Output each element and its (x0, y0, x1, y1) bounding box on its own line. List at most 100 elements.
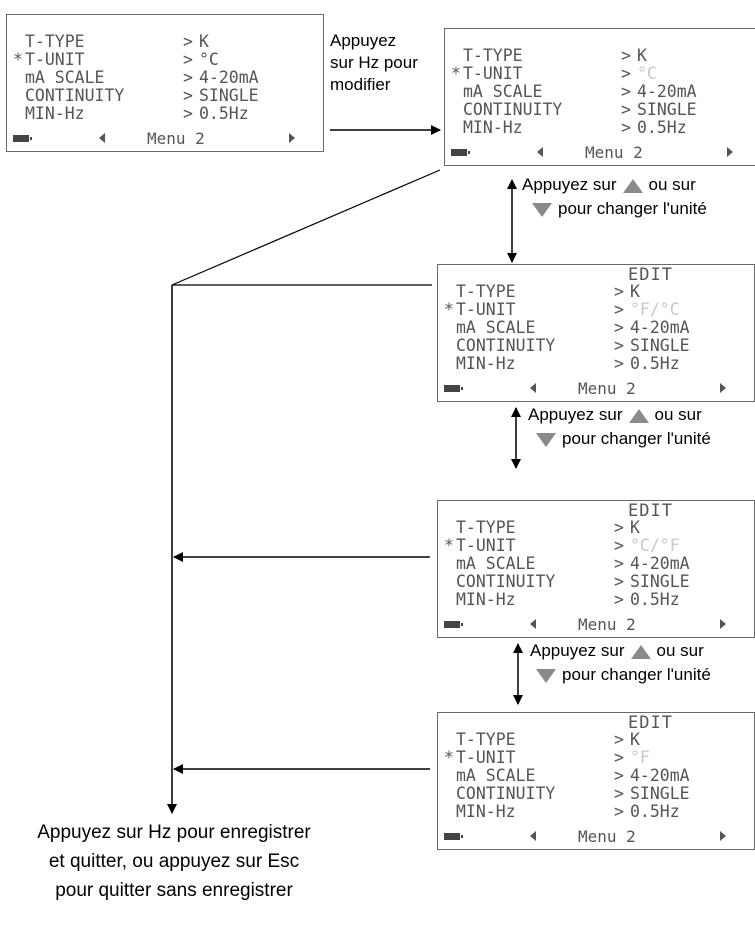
setting-value: SINGLE (637, 100, 697, 119)
battery-icon (444, 833, 463, 840)
setting-row: MIN-Hz>0.5Hz (13, 105, 259, 123)
menu-label: Menu 2 (147, 129, 205, 148)
press-hz-line2: sur Hz pour (330, 53, 418, 72)
setting-value: K (630, 282, 640, 301)
setting-separator: > (614, 784, 624, 803)
left-arrow-icon (530, 619, 536, 629)
lcd-footer: Menu 2 (438, 615, 754, 634)
setting-row: T-TYPE>K (13, 33, 259, 51)
setting-label: mA SCALE (456, 318, 536, 337)
setting-row: CONTINUITY>SINGLE (444, 573, 690, 591)
lcd-footer: Menu 2 (445, 143, 755, 162)
selection-marker: * (444, 536, 454, 555)
down-triangle-icon (536, 432, 556, 447)
setting-row: *T-UNIT>°C (451, 65, 697, 83)
setting-label: MIN-Hz (463, 118, 523, 137)
final-line2: et quitter, ou appuyez sur Esc (48, 851, 300, 872)
setting-value: SINGLE (630, 336, 690, 355)
press-hz-label: Appuyez sur Hz pour modifier (330, 30, 418, 96)
setting-value: 4-20mA (630, 318, 690, 337)
setting-label: mA SCALE (456, 554, 536, 573)
lcd-footer: Menu 2 (438, 379, 754, 398)
setting-separator: > (621, 82, 631, 101)
right-arrow-icon (720, 831, 726, 841)
setting-separator: > (183, 86, 193, 105)
setting-value: SINGLE (630, 572, 690, 591)
step-text: ou sur (648, 175, 696, 194)
setting-value: 0.5Hz (630, 802, 680, 821)
setting-value: °C (637, 64, 657, 83)
setting-separator: > (614, 536, 624, 555)
down-triangle-icon (532, 202, 552, 217)
setting-row: CONTINUITY > SINGLE (451, 101, 697, 119)
setting-row: T-TYPE>K (444, 731, 690, 749)
left-arrow-icon (530, 383, 536, 393)
setting-separator: > (614, 554, 624, 573)
setting-separator: > (183, 104, 193, 123)
final-instruction: Appuyez sur Hz pour enregistrer et quitt… (0, 818, 348, 905)
battery-icon (444, 385, 463, 392)
setting-separator: > (614, 748, 624, 767)
setting-label: CONTINUITY (463, 100, 563, 119)
setting-value: 4-20mA (199, 68, 259, 87)
setting-separator: > (614, 300, 624, 319)
setting-value: °F/°C (630, 300, 680, 319)
left-arrow-icon (99, 133, 105, 143)
setting-label: T-TYPE (456, 282, 516, 301)
setting-row: *T-UNIT>°C/°F (444, 537, 690, 555)
press-hz-line1: Appuyez (330, 31, 397, 50)
down-triangle-icon (536, 668, 556, 683)
setting-label: CONTINUITY (456, 784, 556, 803)
final-line3: pour quitter sans enregistrer (55, 880, 293, 901)
setting-label: T-TYPE (25, 32, 85, 51)
setting-row: *T-UNIT>°F (444, 749, 690, 767)
setting-value: K (637, 46, 647, 65)
setting-row: CONTINUITY>SINGLE (444, 337, 690, 355)
setting-value: 0.5Hz (630, 590, 680, 609)
setting-value: K (199, 32, 209, 51)
right-arrow-icon (727, 147, 733, 157)
press-hz-line3: modifier (330, 75, 391, 94)
setting-label: T-UNIT (463, 64, 523, 83)
setting-value: 4-20mA (630, 766, 690, 785)
setting-row: T-TYPE>K (444, 283, 690, 301)
setting-value: K (630, 730, 640, 749)
setting-row: MIN-Hz>0.5Hz (444, 591, 690, 609)
setting-row: CONTINUITY>SINGLE (13, 87, 259, 105)
setting-label: CONTINUITY (25, 86, 125, 105)
setting-label: mA SCALE (25, 68, 105, 87)
setting-value: K (630, 518, 640, 537)
step-text: ou sur (656, 641, 704, 660)
step-text: ou sur (654, 405, 702, 424)
setting-separator: > (621, 118, 631, 137)
setting-value: °C (199, 50, 219, 69)
lcd-footer: Menu 2 (7, 129, 323, 148)
setting-label: T-UNIT (456, 300, 516, 319)
setting-row: MIN-Hz>0.5Hz (444, 355, 690, 373)
setting-value: SINGLE (630, 784, 690, 803)
setting-separator: > (183, 68, 193, 87)
right-arrow-icon (289, 133, 295, 143)
setting-separator: > (621, 100, 631, 119)
setting-row: MIN-Hz>0.5Hz (451, 119, 697, 137)
menu-label: Menu 2 (578, 615, 636, 634)
setting-separator: > (614, 354, 624, 373)
setting-row: T-TYPE>K (444, 519, 690, 537)
setting-label: CONTINUITY (456, 572, 556, 591)
setting-value: 0.5Hz (630, 354, 680, 373)
setting-separator: > (621, 46, 631, 65)
setting-separator: > (614, 766, 624, 785)
setting-separator: > (183, 50, 193, 69)
battery-icon (451, 149, 470, 156)
setting-label: T-UNIT (456, 536, 516, 555)
